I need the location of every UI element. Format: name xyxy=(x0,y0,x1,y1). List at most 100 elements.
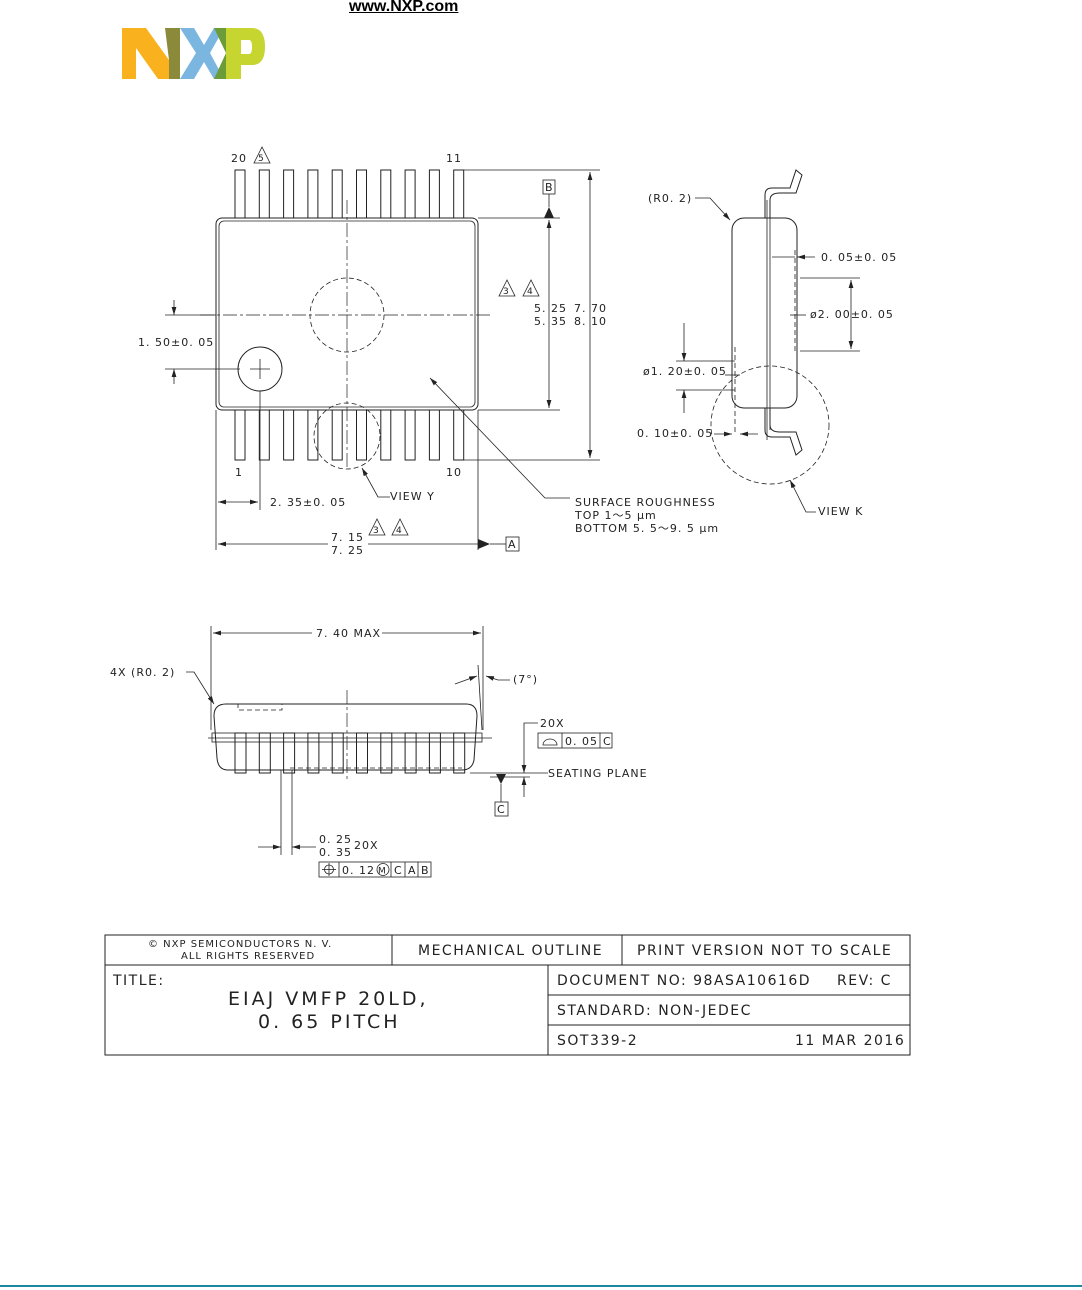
svg-text:20: 20 xyxy=(231,152,247,165)
end-view-lead xyxy=(453,732,466,774)
svg-text:1: 1 xyxy=(235,466,243,479)
end-view-lead xyxy=(356,732,368,774)
svg-text:(7°): (7°) xyxy=(513,673,538,686)
svg-text:10: 10 xyxy=(446,466,462,479)
svg-text:4X (R0. 2): 4X (R0. 2) xyxy=(110,666,175,679)
top-lead xyxy=(283,169,295,219)
svg-text:(R0. 2): (R0. 2) xyxy=(648,192,692,205)
bottom-lead xyxy=(283,409,295,461)
svg-text:ø1. 20±0. 05: ø1. 20±0. 05 xyxy=(643,365,727,378)
bottom-lead xyxy=(428,409,440,461)
top-lead xyxy=(404,169,416,219)
bottom-lead xyxy=(331,409,343,461)
top-lead xyxy=(356,169,367,219)
svg-text:DOCUMENT NO: 98ASA10616D: DOCUMENT NO: 98ASA10616D xyxy=(557,973,811,989)
end-view: 7. 40 MAX 4X (R0. 2) (7°) C SEATING PLAN… xyxy=(110,626,648,878)
top-ejector-circle xyxy=(309,277,385,353)
svg-text:7. 15: 7. 15 xyxy=(331,531,364,544)
svg-text:SOT339-2: SOT339-2 xyxy=(557,1033,638,1049)
svg-text:TOP 1～5 μm: TOP 1～5 μm xyxy=(574,509,657,522)
top-lead xyxy=(258,169,270,219)
svg-text:0. 05±0. 05: 0. 05±0. 05 xyxy=(821,251,897,264)
view-y-circle xyxy=(313,402,381,470)
top-lead xyxy=(380,169,392,219)
svg-text:4: 4 xyxy=(527,287,534,297)
svg-text:REV: C: REV: C xyxy=(837,973,892,989)
svg-text:0. 12: 0. 12 xyxy=(342,864,375,877)
svg-text:0. 05: 0. 05 xyxy=(565,735,598,748)
end-view-lead xyxy=(404,732,417,774)
svg-text:C: C xyxy=(603,735,612,748)
end-view-lead xyxy=(258,732,271,774)
svg-text:C: C xyxy=(497,803,506,816)
end-view-lead xyxy=(234,732,247,774)
svg-text:0. 65 PITCH: 0. 65 PITCH xyxy=(258,1011,401,1033)
svg-text:B: B xyxy=(545,181,554,194)
position-tolerance-frame xyxy=(318,861,432,878)
svg-text:0. 35: 0. 35 xyxy=(319,846,352,859)
svg-text:SEATING PLANE: SEATING PLANE xyxy=(548,767,648,780)
svg-text:0. 10±0. 05: 0. 10±0. 05 xyxy=(637,427,713,440)
svg-text:5. 25: 5. 25 xyxy=(534,302,567,315)
svg-text:2. 35±0. 05: 2. 35±0. 05 xyxy=(270,496,346,509)
svg-text:7. 70: 7. 70 xyxy=(574,302,607,315)
package-body-end xyxy=(213,703,478,771)
svg-text:5. 35: 5. 35 xyxy=(534,315,567,328)
svg-text:20X: 20X xyxy=(354,839,379,852)
view-k-circle xyxy=(710,365,830,485)
svg-text:3: 3 xyxy=(503,287,510,297)
bottom-lead xyxy=(356,409,367,461)
side-view: (R0. 2) 0. 05±0. 05 ø2. 00±0. 05 ø1. 20±… xyxy=(637,169,897,518)
top-lead xyxy=(453,169,465,219)
end-view-lead xyxy=(428,732,441,774)
svg-text:20X: 20X xyxy=(540,717,565,730)
bottom-lead xyxy=(453,409,465,461)
end-view-lead xyxy=(331,732,344,774)
svg-text:VIEW K: VIEW K xyxy=(818,505,863,518)
svg-text:A: A xyxy=(408,864,417,877)
bottom-lead xyxy=(380,409,392,461)
title-block: © NXP SEMICONDUCTORS N. V. ALL RIGHTS RE… xyxy=(104,934,911,1056)
bottom-lead xyxy=(307,409,319,461)
end-view-lead xyxy=(307,732,320,774)
svg-text:ALL RIGHTS RESERVED: ALL RIGHTS RESERVED xyxy=(181,951,315,962)
svg-text:PRINT VERSION NOT TO SCALE: PRINT VERSION NOT TO SCALE xyxy=(637,943,892,959)
top-lead xyxy=(234,169,246,219)
nxp-logo xyxy=(122,28,265,79)
svg-text:C: C xyxy=(394,864,403,877)
svg-text:VIEW Y: VIEW Y xyxy=(390,490,435,503)
footer-divider xyxy=(0,1285,1082,1287)
svg-text:7. 25: 7. 25 xyxy=(331,544,364,557)
top-view: 20 5 11 1 10 B 3 4 5. 255. 35 7. 708. 10… xyxy=(138,146,719,557)
bottom-lead xyxy=(258,409,270,461)
nxp-url-link[interactable]: www.NXP.com xyxy=(349,0,459,15)
svg-text:STANDARD: NON-JEDEC: STANDARD: NON-JEDEC xyxy=(557,1003,752,1019)
bottom-lead xyxy=(234,409,246,461)
top-lead xyxy=(428,169,440,219)
svg-text:MECHANICAL OUTLINE: MECHANICAL OUTLINE xyxy=(418,943,603,959)
svg-text:BOTTOM 5. 5～9. 5 μm: BOTTOM 5. 5～9. 5 μm xyxy=(575,522,719,535)
svg-text:4: 4 xyxy=(396,526,403,536)
svg-text:0. 25: 0. 25 xyxy=(319,833,352,846)
bottom-lead xyxy=(404,409,416,461)
svg-text:11: 11 xyxy=(446,152,462,165)
svg-text:3: 3 xyxy=(373,526,380,536)
package-body-side xyxy=(731,217,798,409)
svg-text:11 MAR 2016: 11 MAR 2016 xyxy=(795,1033,905,1049)
svg-text:5: 5 xyxy=(258,154,265,164)
flatness-frame xyxy=(537,732,613,749)
svg-text:SURFACE ROUGHNESS: SURFACE ROUGHNESS xyxy=(575,496,716,509)
top-lead xyxy=(307,169,319,219)
svg-text:© NXP SEMICONDUCTORS N. V.: © NXP SEMICONDUCTORS N. V. xyxy=(148,939,332,950)
svg-text:EIAJ VMFP 20LD,: EIAJ VMFP 20LD, xyxy=(228,988,429,1010)
svg-text:M: M xyxy=(378,867,386,877)
svg-text:B: B xyxy=(421,864,430,877)
svg-text:A: A xyxy=(508,538,517,551)
top-lead xyxy=(331,169,343,219)
svg-text:TITLE:: TITLE: xyxy=(112,973,165,989)
svg-text:ø2. 00±0. 05: ø2. 00±0. 05 xyxy=(810,308,894,321)
svg-text:8. 10: 8. 10 xyxy=(574,315,607,328)
end-view-lead xyxy=(283,732,296,774)
end-view-lead xyxy=(380,732,393,774)
